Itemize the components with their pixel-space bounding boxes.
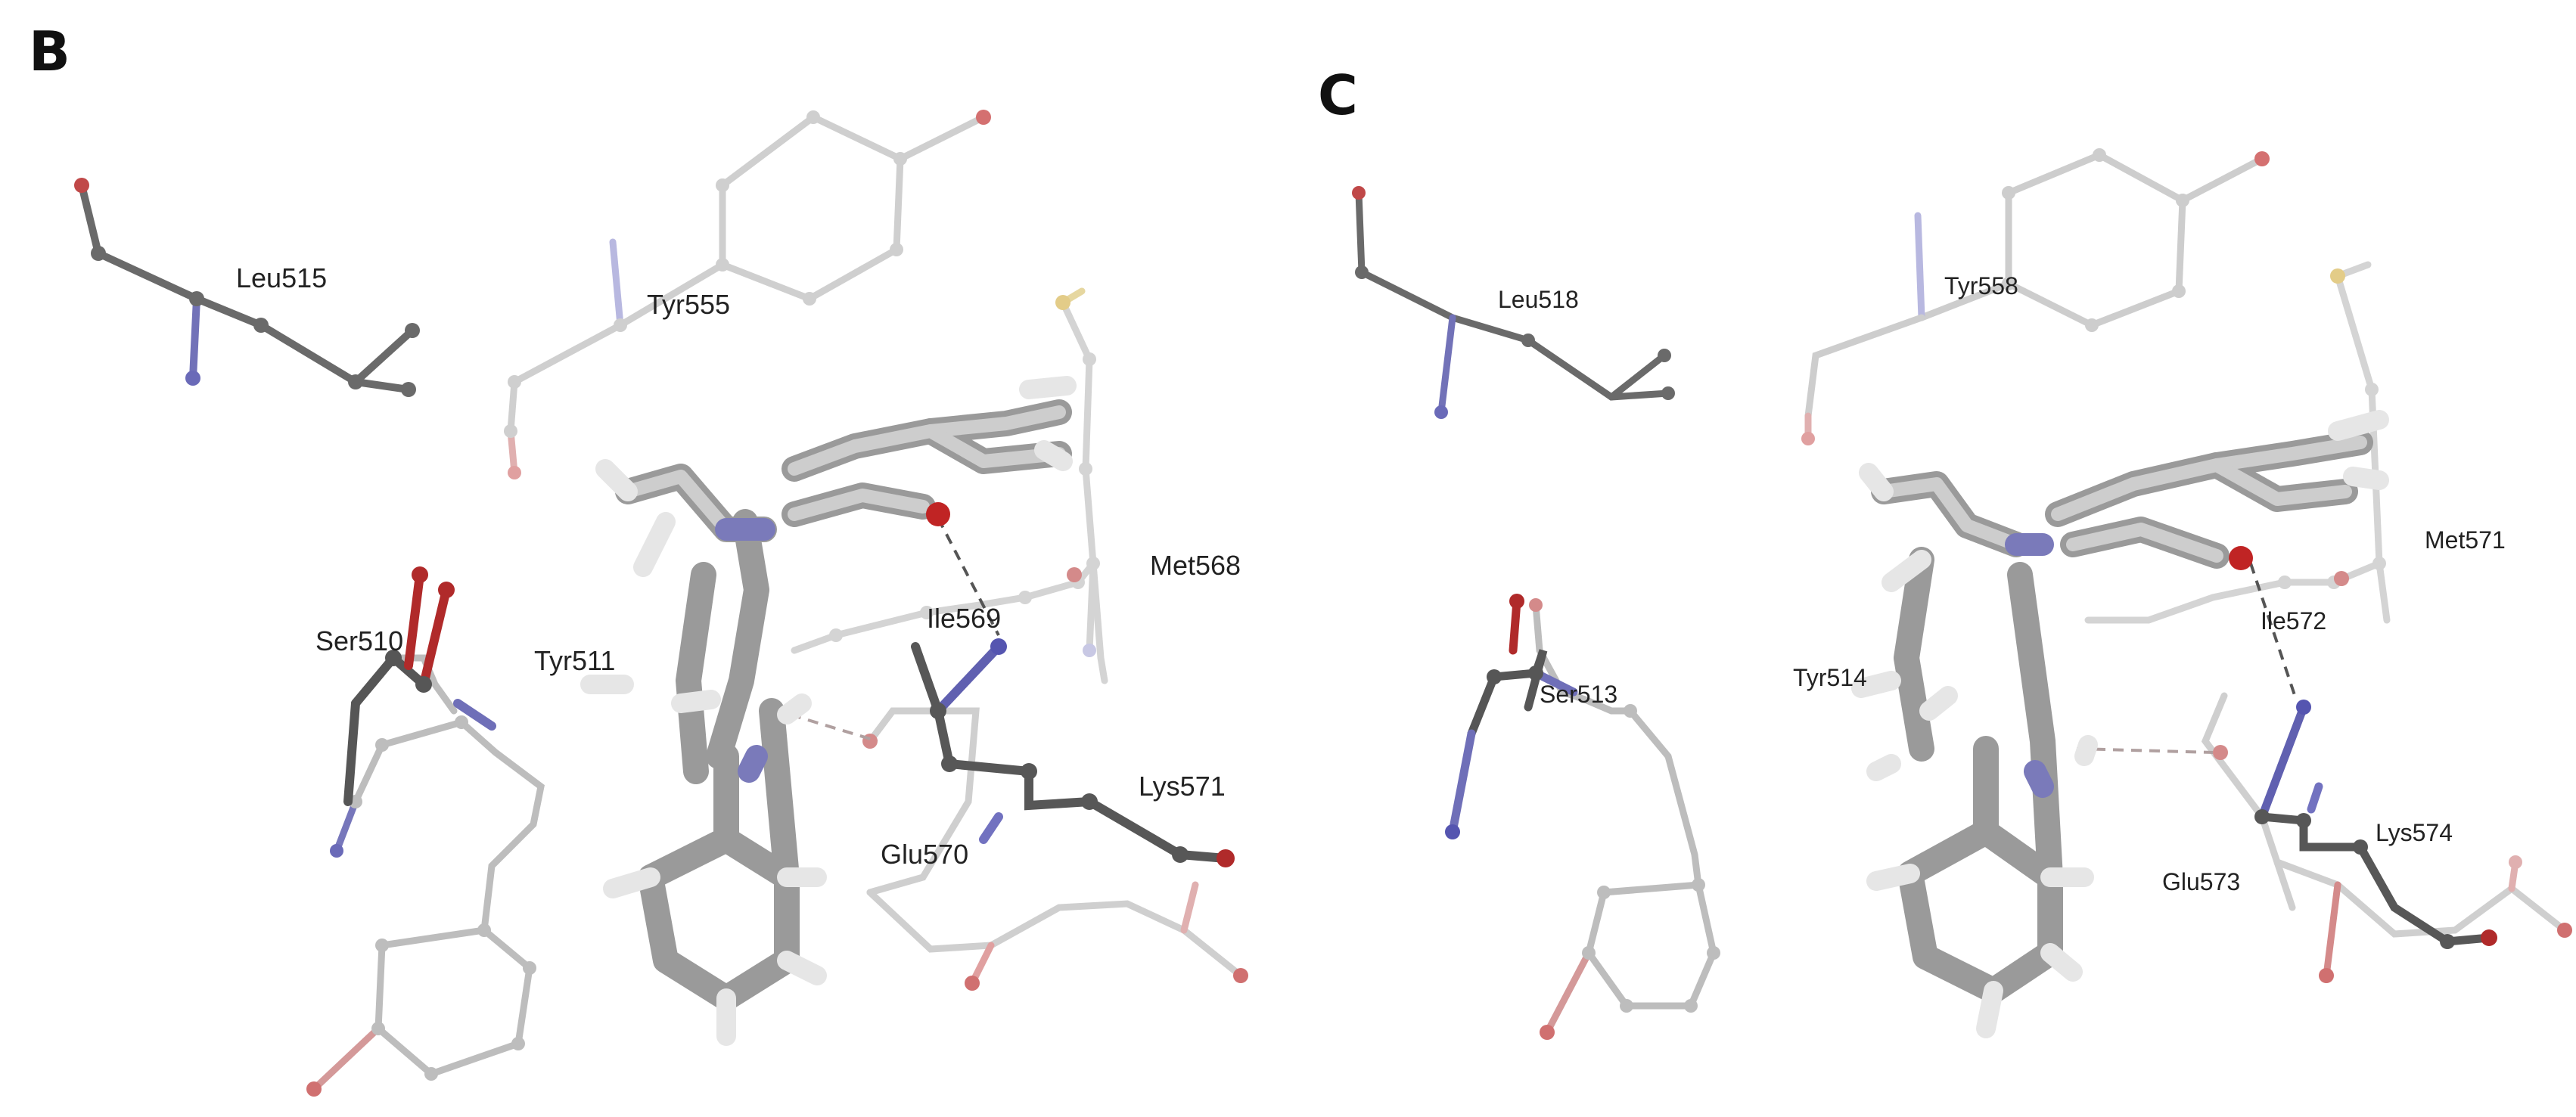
glu-lys-dark	[911, 642, 1230, 863]
tyr-top-atoms	[504, 110, 991, 479]
residue-label-met: Met568	[1150, 550, 1241, 581]
ser-tyr-left-atoms	[306, 715, 536, 1097]
leu-atoms	[1352, 186, 1675, 419]
residue-label-glu: Glu570	[881, 839, 969, 870]
ser-dark-atoms	[1445, 594, 1543, 839]
residue-label-met: Met571	[2425, 526, 2506, 554]
panel-c: C Leu518 Tyr558 Met571 Ile572 Ser513 Tyr…	[1286, 0, 2576, 1117]
residue-label-lys: Lys574	[2376, 819, 2453, 846]
residue-label-leu: Leu518	[1498, 286, 1579, 313]
panel-letter-b: B	[29, 20, 70, 83]
ser-dark	[343, 570, 496, 806]
residue-label-ile: Ile572	[2261, 607, 2327, 635]
residue-label-glu: Glu573	[2162, 868, 2241, 895]
leu-residue	[1355, 189, 1672, 416]
ser-tyr-left-residue	[1532, 601, 1717, 1036]
residue-label-ile: Ile569	[927, 603, 1002, 634]
ligand	[1851, 410, 2389, 1038]
tyr-top-residue	[1804, 151, 2266, 442]
panel-letter-c: C	[1318, 64, 1358, 127]
leu-atoms	[74, 178, 420, 397]
hbonds	[790, 517, 1000, 743]
ligand-oxygen	[2229, 546, 2253, 570]
residue-label-tyr-top: Tyr558	[1944, 272, 2018, 299]
panel-b-structure	[74, 110, 1248, 1097]
residue-label-lys: Lys571	[1139, 771, 1226, 802]
ser-dark-atoms	[385, 566, 455, 693]
tyr-top-residue	[507, 113, 987, 476]
residue-label-ser: Ser510	[315, 625, 404, 656]
ligand-oxygen	[926, 502, 950, 526]
residue-label-tyr-top: Tyr555	[647, 289, 731, 320]
ser-tyr-left-atoms	[1529, 598, 1720, 1040]
leu-residue	[78, 182, 416, 393]
glu-lys-atoms	[862, 567, 1248, 991]
residue-label-leu: Leu515	[236, 262, 328, 293]
panel-c-structure	[1352, 148, 2572, 1040]
ser-dark	[1448, 597, 1578, 836]
met-atoms	[829, 295, 1100, 657]
residue-label-ser: Ser513	[1540, 681, 1618, 708]
panel-b: B Leu515 Tyr555 Met568 Ile569 Ser510 Tyr…	[0, 0, 1286, 1117]
tyr-top-atoms	[1801, 148, 2270, 445]
glu-lys-atoms	[2213, 571, 2572, 983]
glu-lys-residue	[866, 707, 1244, 987]
residue-label-tyr-left: Tyr514	[1793, 664, 1867, 691]
hbonds	[2076, 563, 2298, 754]
residue-label-tyr-left: Tyr511	[534, 645, 616, 676]
ser-tyr-left-residue	[310, 654, 545, 1093]
ligand	[580, 376, 1077, 1046]
